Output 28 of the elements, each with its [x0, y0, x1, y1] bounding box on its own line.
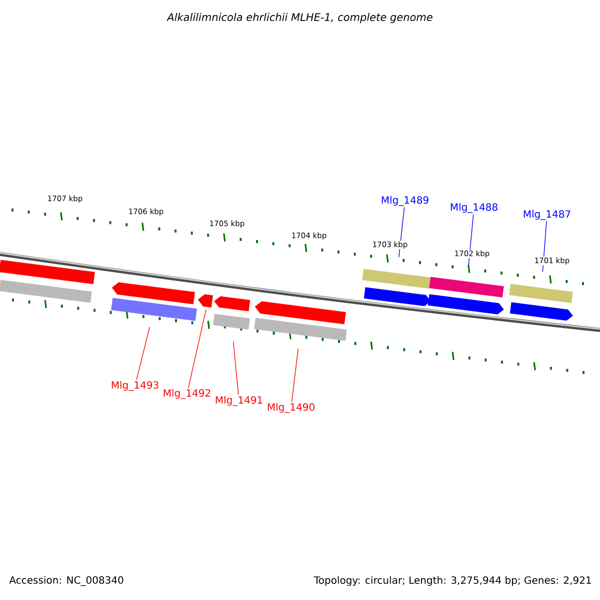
gene-feature — [429, 276, 504, 298]
gene-feature — [0, 280, 92, 303]
leader-line — [136, 326, 150, 380]
leader-line — [291, 348, 298, 402]
leader-line — [188, 310, 206, 388]
gene-label: Mlg_1490 — [268, 403, 314, 413]
gene-feature — [213, 314, 250, 330]
gene-feature — [362, 268, 431, 289]
gene-feature — [364, 287, 431, 306]
gene-feature — [254, 318, 347, 341]
gene-feature — [510, 302, 573, 321]
gene-label: Mlg_1493 — [112, 381, 158, 391]
gene-feature — [0, 260, 95, 284]
gene-label: Mlg_1491 — [216, 396, 262, 406]
gene-label: Mlg_1488 — [450, 203, 498, 213]
footer-text: Accession: NC_008340 — [9, 576, 124, 586]
gene-label: Mlg_1489 — [382, 196, 428, 206]
gene-label: Mlg_1492 — [164, 389, 210, 399]
gene-feature — [111, 298, 197, 321]
gene-label: Mlg_1487 — [524, 210, 570, 220]
footer-text: Topology: circular; Length: 3,275,944 bp; Genes: 2,921 — [314, 576, 591, 586]
gene-feature — [428, 294, 504, 314]
title: Alkalilimnicola ehrlichii MLHE-1, complete genome — [166, 12, 432, 24]
leader-line — [233, 341, 239, 396]
gene-feature — [254, 301, 346, 324]
gene-feature — [112, 282, 195, 304]
gene-feature — [509, 284, 573, 304]
gene-feature — [198, 294, 213, 308]
